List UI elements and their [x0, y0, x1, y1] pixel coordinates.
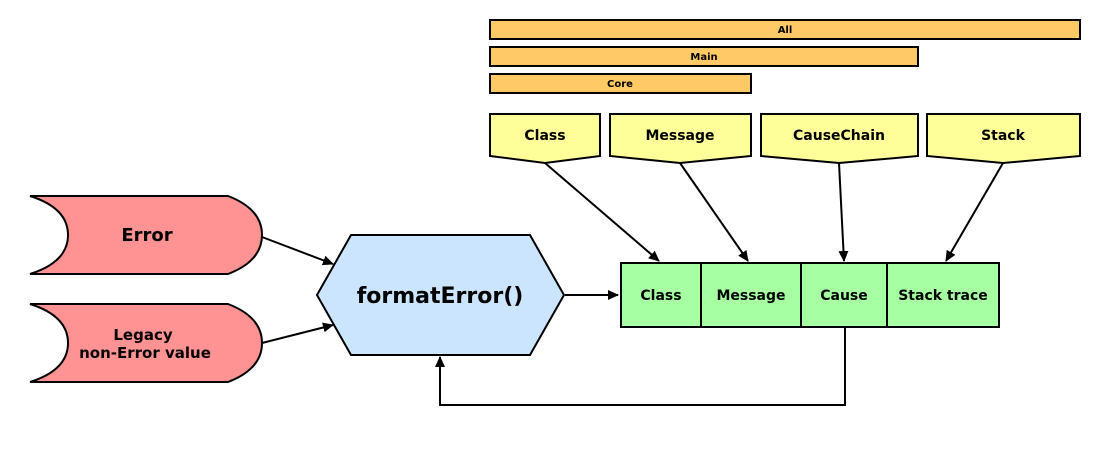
output-cell-class: Class — [620, 262, 702, 328]
scope-bar-main-label: Main — [690, 52, 717, 63]
option-causechain: CauseChain — [760, 113, 919, 165]
scope-bar-all: All — [489, 19, 1081, 40]
output-cell-message: Message — [700, 262, 802, 328]
option-message-label: Message — [645, 128, 714, 144]
input-legacy-line-2: non-Error value — [79, 344, 211, 362]
edges — [261, 162, 1004, 406]
output-cell-cause-label: Cause — [820, 288, 868, 304]
output-cell-stack-trace: Stack trace — [886, 262, 1000, 328]
edge-error-to-function — [261, 236, 334, 266]
input-legacy-value: Legacy non-Error value — [29, 303, 264, 383]
option-causechain-label: CauseChain — [793, 128, 885, 144]
scope-bar-main: Main — [489, 46, 919, 67]
edge-option-causechain — [838, 162, 849, 262]
option-stack: Stack — [926, 113, 1081, 165]
output-cell-cause: Cause — [800, 262, 888, 328]
output-cell-message-label: Message — [716, 288, 785, 304]
edge-option-message — [679, 162, 749, 262]
input-error: Error — [29, 195, 264, 275]
edge-cause-recursion — [435, 328, 846, 406]
format-error-function: formatError() — [315, 234, 566, 356]
option-class: Class — [489, 113, 601, 165]
output-cell-stack-trace-label: Stack trace — [898, 288, 988, 304]
scope-bar-all-label: All — [778, 25, 793, 36]
input-legacy-line-1: Legacy — [113, 326, 172, 344]
output-record: Class Message Cause Stack trace — [620, 262, 1000, 328]
input-error-label: Error — [121, 225, 172, 246]
edge-option-class — [544, 162, 660, 262]
option-message: Message — [609, 113, 752, 165]
edge-option-stack — [945, 162, 1004, 262]
output-cell-class-label: Class — [640, 288, 681, 304]
scope-bar-core: Core — [489, 73, 752, 94]
option-stack-label: Stack — [981, 128, 1026, 144]
edge-legacy-to-function — [261, 322, 334, 344]
scope-bar-core-label: Core — [607, 79, 633, 90]
format-error-function-label: formatError() — [357, 284, 524, 309]
option-class-label: Class — [524, 128, 565, 144]
